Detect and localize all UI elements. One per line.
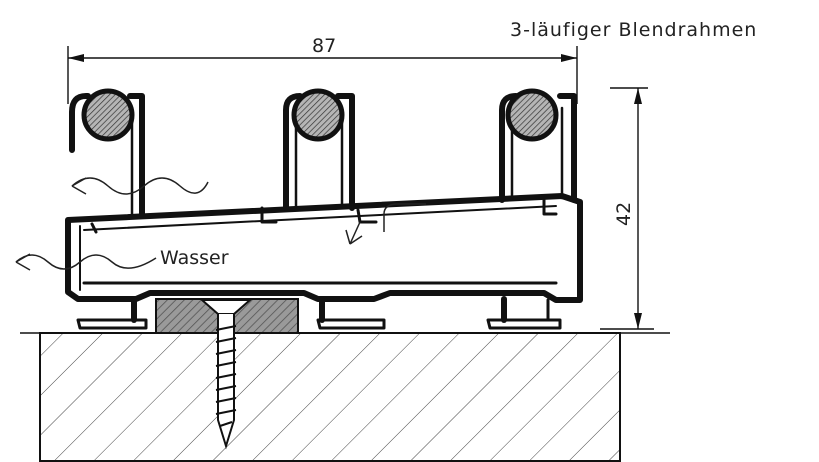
roller-3 bbox=[505, 88, 559, 142]
width-dimension-label: 87 bbox=[312, 35, 336, 57]
roller-2 bbox=[291, 88, 345, 142]
water-label: Wasser bbox=[160, 247, 229, 269]
water-arrow-lower-icon bbox=[15, 253, 31, 271]
frame-profile bbox=[65, 93, 583, 330]
roller-1 bbox=[81, 88, 135, 142]
height-dimension-label: 42 bbox=[613, 202, 635, 226]
drawing-title: 3-läufiger Blendrahmen bbox=[510, 19, 757, 41]
width-dimension: 87 bbox=[67, 35, 578, 104]
water-wave-lower bbox=[15, 254, 157, 270]
rollers bbox=[81, 88, 559, 142]
water-arrow-upper-icon bbox=[71, 177, 87, 195]
drain-arrow-icon bbox=[345, 221, 363, 245]
water-flow bbox=[15, 177, 426, 271]
screw-icon bbox=[199, 299, 253, 450]
drain-path bbox=[383, 203, 426, 232]
water-wave-upper bbox=[71, 177, 209, 195]
wall-base bbox=[20, 332, 670, 462]
height-dimension: 42 bbox=[600, 87, 654, 330]
